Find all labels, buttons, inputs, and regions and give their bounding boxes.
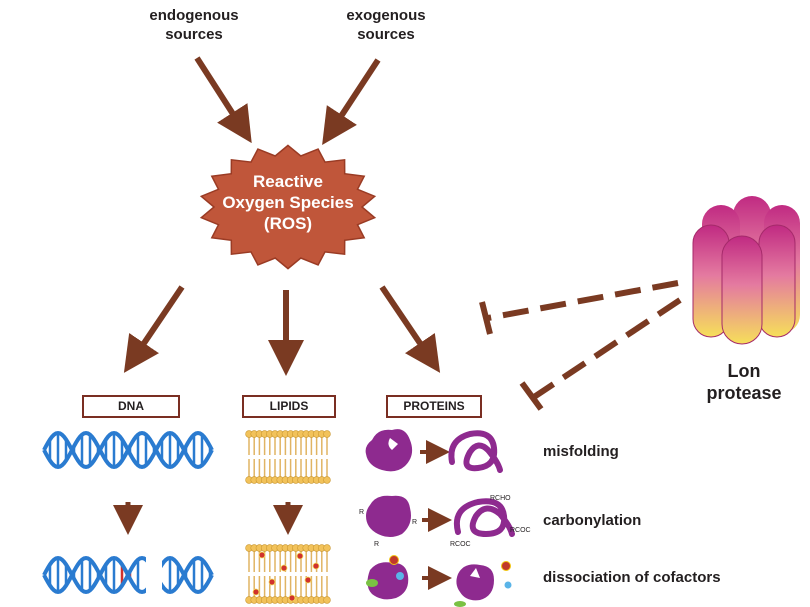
r-label-right: R xyxy=(412,519,417,526)
oxidized-lipid-spot xyxy=(304,576,312,584)
rcoc-label-bottom: RCOC xyxy=(450,541,471,548)
proteins-arrow xyxy=(379,285,441,373)
dna-strand xyxy=(42,430,214,470)
lon-protease-icon xyxy=(692,196,800,345)
lon-inhibition-line-upper xyxy=(487,280,679,321)
oxidized-lipid-spot xyxy=(280,564,288,572)
dna-strand xyxy=(42,555,214,595)
cofactor-red-icon xyxy=(389,555,399,565)
endogenous-sources-label: endogenous sources xyxy=(149,7,239,43)
lon-inhibition-bar-lower xyxy=(519,381,544,411)
misfolding-label: misfolding xyxy=(543,443,619,460)
dna-break-gap xyxy=(146,555,162,595)
lon-inhibition-line-lower xyxy=(532,297,682,400)
oxidized-lipid-spot xyxy=(268,578,276,586)
carbonylation-label: carbonylation xyxy=(543,512,642,529)
lipid-bilayer-icon xyxy=(245,430,331,484)
proteins-target-box: PROTEINS xyxy=(386,395,482,418)
r-label-left: R xyxy=(359,509,364,516)
folded-protein-icon xyxy=(365,429,413,472)
cofactor-blue-icon xyxy=(396,572,404,580)
ros-burst xyxy=(199,144,377,270)
dissociated-protein-icon xyxy=(456,564,494,601)
dissociation-label: dissociation of cofactors xyxy=(543,569,721,586)
exogenous-arrow xyxy=(322,58,381,146)
oxidized-lipid-spot xyxy=(258,551,266,559)
ros-label: Reactive Oxygen Species (ROS) xyxy=(213,171,363,234)
ros-line-3: (ROS) xyxy=(263,214,313,233)
lon-protease-label: Lon protease xyxy=(689,360,799,404)
dna-helix-icon xyxy=(42,430,214,470)
lon-line-2: protease xyxy=(706,383,782,403)
oxidized-lipid-spot xyxy=(252,588,260,596)
free-green-cofactor-icon xyxy=(454,601,466,607)
dna-target-box: DNA xyxy=(82,395,180,418)
oxidized-lipid-spot xyxy=(296,552,304,560)
carbonylated-protein-icon xyxy=(454,498,515,538)
lon-inhibition-bar-upper xyxy=(479,301,493,335)
oxidized-lipid-spot xyxy=(312,562,320,570)
rcoc-label-right: RCOC xyxy=(510,527,531,534)
native-protein-icon xyxy=(366,495,411,537)
dna-arrow xyxy=(123,285,185,373)
endogenous-arrow xyxy=(194,56,252,144)
lon-line-1: Lon xyxy=(727,361,761,381)
exogenous-sources-label: exogenous sources xyxy=(346,7,426,43)
cofactor-green-icon xyxy=(366,579,378,587)
cofactor-protein-icon xyxy=(367,562,409,600)
rcho-label: RCHO xyxy=(490,495,511,502)
ros-line-2: Oxygen Species xyxy=(222,193,354,212)
oxidized-lipid-spot xyxy=(288,594,296,602)
misfolded-protein-icon xyxy=(448,430,503,473)
lipid-head xyxy=(323,476,331,484)
lipid-head xyxy=(323,596,331,604)
lipid-head xyxy=(323,430,331,438)
free-red-cofactor-icon xyxy=(501,561,511,571)
damaged-dna-helix-icon xyxy=(42,555,214,595)
ros-line-1: Reactive xyxy=(253,172,323,191)
free-blue-cofactor-icon xyxy=(504,581,512,589)
damaged-lipid-bilayer-icon xyxy=(245,544,331,604)
r-label-bottom: R xyxy=(374,541,379,548)
lipid-head xyxy=(323,544,331,552)
lipids-target-box: LIPIDS xyxy=(242,395,336,418)
